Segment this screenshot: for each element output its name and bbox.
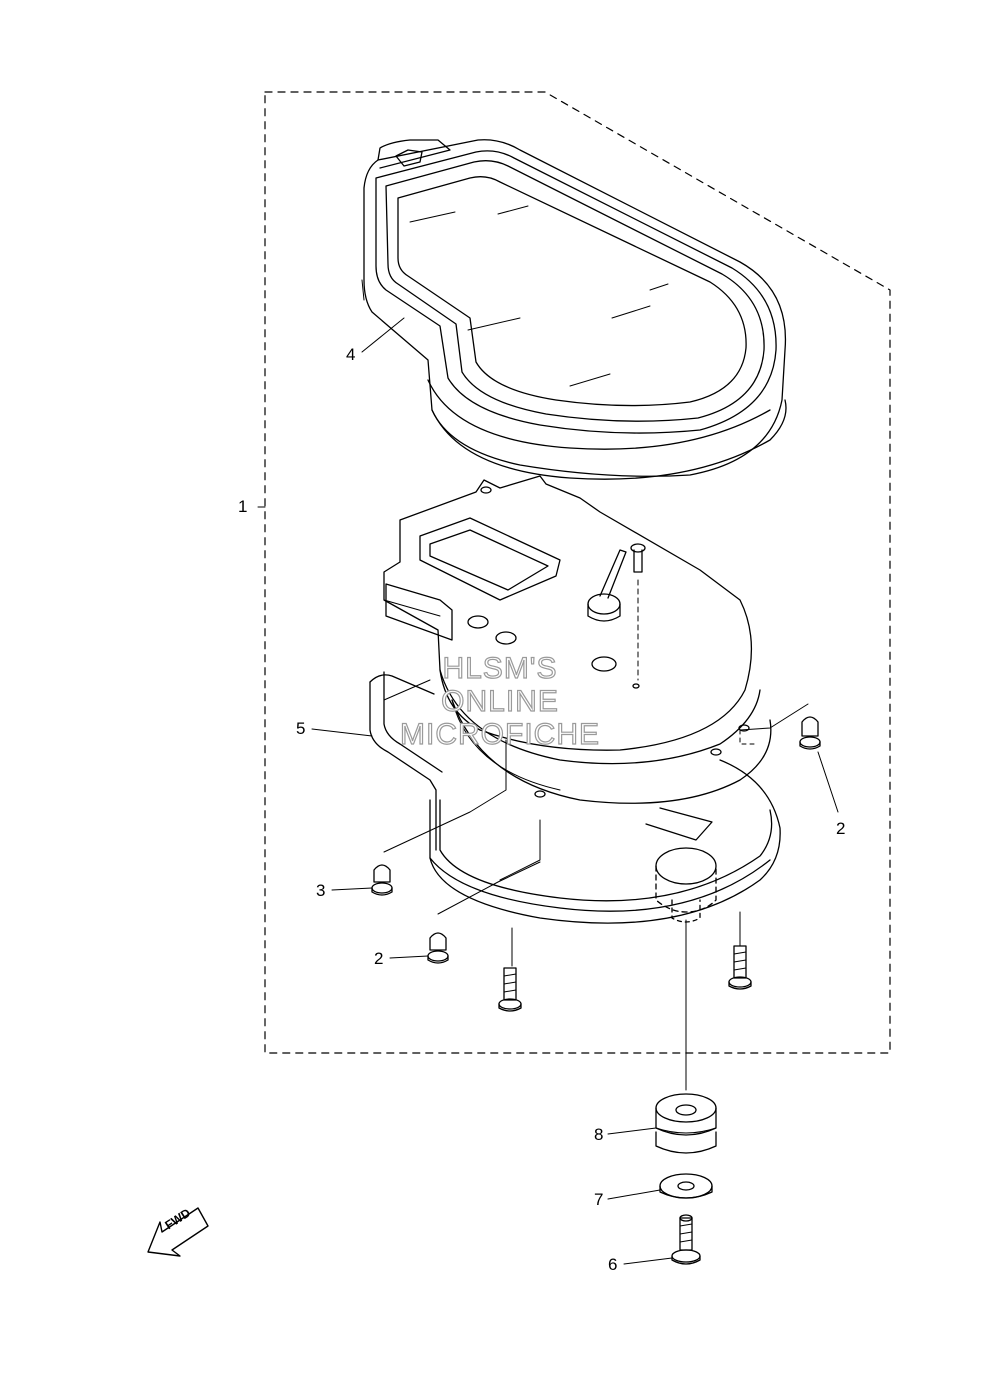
grommet-part-2-right [799,716,821,750]
callout-6: 6 [608,1255,618,1274]
callout-7: 7 [594,1190,604,1209]
leader-7 [607,1189,661,1200]
meter-case [429,759,781,924]
callout-4: 4 [346,345,356,364]
screw-lower-right [728,945,752,990]
callout-2-left: 2 [374,949,384,968]
assembly-boundary [264,91,891,1054]
meter-panel-assembly [383,475,772,804]
meter-cover-part-4 [361,139,787,480]
callout-2-right: 2 [836,819,846,838]
washer-part-7 [659,1173,713,1199]
callout-8: 8 [594,1125,604,1144]
callout-3: 3 [316,881,326,900]
nut-part-3 [371,864,393,896]
bolt-part-6 [671,1214,701,1265]
gasket-part-5 [369,671,443,851]
callout-1: 1 [238,497,248,516]
screw-lower-left [498,967,522,1012]
leader-2-left [389,955,429,959]
leader-3 [331,887,373,891]
damper-part-8 [655,1093,717,1154]
leader-2-right [817,751,839,813]
watermark-line-3: MICROFICHE [399,717,600,751]
leader-4 [361,317,405,353]
callout-5: 5 [296,719,306,738]
leader-5 [311,728,373,737]
watermark-line-1: HLSM'S [442,651,558,685]
watermark: HLSM'S ONLINE MICROFICHE [380,651,620,751]
watermark-line-2: ONLINE [441,684,559,718]
leader-6 [623,1257,673,1265]
grommet-part-2-left [427,932,449,964]
fwd-arrow-icon [147,1207,209,1257]
leader-8 [607,1127,657,1135]
